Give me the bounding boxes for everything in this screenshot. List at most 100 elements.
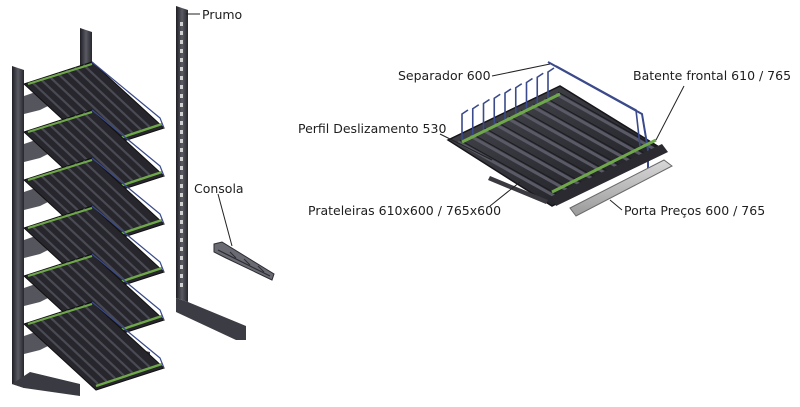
rack-shelf-profile bbox=[56, 312, 125, 377]
rack-shelf-profile bbox=[56, 168, 125, 233]
rack-assembly bbox=[12, 28, 165, 396]
prumo-slot bbox=[180, 184, 183, 188]
label-perfil-deslizamento: Perfil Deslizamento 530 bbox=[298, 121, 446, 136]
rack-shelf-back-stop bbox=[27, 159, 93, 181]
rack-shelf-profile bbox=[74, 66, 142, 131]
prumo-slot bbox=[180, 193, 183, 197]
perfil-deslizamento-edge bbox=[484, 127, 585, 185]
rack-shelf-profile bbox=[31, 321, 99, 385]
separador bbox=[547, 67, 555, 98]
rack-shelf-profile bbox=[82, 64, 151, 128]
rack-shelf bbox=[23, 205, 165, 295]
rack-shelf-wire bbox=[91, 205, 165, 273]
rack-shelf bbox=[23, 109, 165, 199]
prumo-slot bbox=[180, 166, 183, 170]
prumo-upright bbox=[176, 6, 246, 340]
prumo-slot bbox=[180, 229, 183, 233]
label-prateleiras: Prateleiras 610x600 / 765x600 bbox=[308, 203, 501, 218]
separador bbox=[525, 77, 533, 109]
rack-shelf-profile bbox=[65, 261, 134, 326]
rack-shelf-profile bbox=[65, 165, 134, 230]
batente-frontal-bar-front bbox=[551, 138, 657, 194]
prumo-foot bbox=[176, 298, 246, 340]
prumo-slot bbox=[180, 31, 183, 35]
prumo-slot bbox=[180, 58, 183, 62]
prumo-slot bbox=[180, 274, 183, 278]
rack-shelf-profile bbox=[82, 208, 151, 272]
rack-shelf-profile bbox=[65, 309, 134, 374]
batente-frontal-bar bbox=[461, 92, 561, 144]
rack-shelf-profile bbox=[56, 216, 125, 281]
rack-shelf-profile bbox=[82, 160, 151, 224]
perfil-deslizamento-edge bbox=[557, 91, 659, 149]
prumo-slot bbox=[180, 130, 183, 134]
rack-shelf-profile bbox=[56, 264, 125, 329]
perfil-deslizamento bbox=[469, 134, 571, 194]
perfil-deslizamento-edge bbox=[545, 97, 646, 155]
perfil-deslizamento bbox=[530, 104, 633, 164]
prumo-slot bbox=[180, 148, 183, 152]
rack-shelf bbox=[23, 253, 165, 343]
prumo-slot bbox=[180, 265, 183, 269]
prumo-slot bbox=[180, 211, 183, 215]
rack-shelf-back-stop bbox=[27, 63, 93, 85]
prumo-slot bbox=[180, 283, 183, 287]
consola-bracket bbox=[213, 241, 275, 281]
perfil-deslizamento bbox=[481, 128, 584, 188]
prumo-slot bbox=[180, 76, 183, 80]
perfil-deslizamento-edge bbox=[459, 139, 561, 197]
rack-shelf-profile bbox=[48, 315, 116, 380]
prumo-slot bbox=[180, 157, 183, 161]
separador bbox=[461, 109, 469, 140]
rack-shelves bbox=[23, 61, 165, 391]
prumo-slot bbox=[180, 121, 183, 125]
rack-shelf-profile bbox=[82, 304, 151, 368]
perfil-deslizamento bbox=[494, 122, 596, 182]
prumo-slot bbox=[180, 22, 183, 26]
label-consola: Consola bbox=[194, 181, 244, 196]
prumo-slot bbox=[180, 220, 183, 224]
shelf-detail bbox=[446, 61, 673, 217]
rack-shelf-back-stop bbox=[27, 207, 93, 229]
leader-prateleiras bbox=[489, 181, 521, 207]
prumo-slot bbox=[180, 85, 183, 89]
leader-lines bbox=[186, 13, 685, 247]
separador bbox=[471, 104, 480, 135]
prumo-post bbox=[176, 6, 188, 302]
rack-shelf-profile bbox=[74, 210, 142, 275]
rack-shelf-profile bbox=[65, 69, 134, 134]
leader-perfil bbox=[439, 133, 493, 161]
leader-separador bbox=[491, 63, 551, 77]
rack-shelf-profile bbox=[82, 256, 151, 320]
rack-shelf-profile bbox=[74, 306, 142, 371]
separador bbox=[482, 98, 490, 130]
label-separador: Separador 600 bbox=[398, 68, 491, 83]
rack-front-post bbox=[12, 66, 24, 388]
leader-consola bbox=[217, 193, 233, 247]
perfil-deslizamento bbox=[543, 98, 645, 158]
prumo-slot bbox=[180, 103, 183, 107]
rack-shelf-profile bbox=[56, 120, 125, 185]
separador bbox=[536, 72, 544, 104]
prumo-slot bbox=[180, 112, 183, 116]
leader-batente bbox=[655, 85, 685, 141]
rack-shelf-profile bbox=[74, 114, 142, 179]
rack-shelf-back-stop bbox=[27, 255, 93, 277]
perfil-deslizamento-edge bbox=[508, 115, 610, 173]
prumo-slot bbox=[180, 49, 183, 53]
prumo-slot bbox=[180, 175, 183, 179]
label-batente-frontal: Batente frontal 610 / 765 bbox=[633, 68, 791, 83]
rack-shelf bbox=[23, 301, 165, 391]
label-porta-precos: Porta Preços 600 / 765 bbox=[624, 203, 765, 218]
prumo-slot bbox=[180, 67, 183, 71]
rack-shelf-profile bbox=[65, 213, 134, 278]
label-prumo: Prumo bbox=[202, 7, 242, 22]
prumo-slot bbox=[180, 139, 183, 143]
rack-base-foot-front bbox=[12, 372, 80, 396]
rack-shelf-wire bbox=[91, 157, 165, 225]
separador bbox=[514, 83, 523, 114]
prumo-slot bbox=[180, 247, 183, 251]
leader-porta-precos bbox=[609, 199, 623, 211]
rack-shelf-back-stop bbox=[27, 303, 93, 325]
